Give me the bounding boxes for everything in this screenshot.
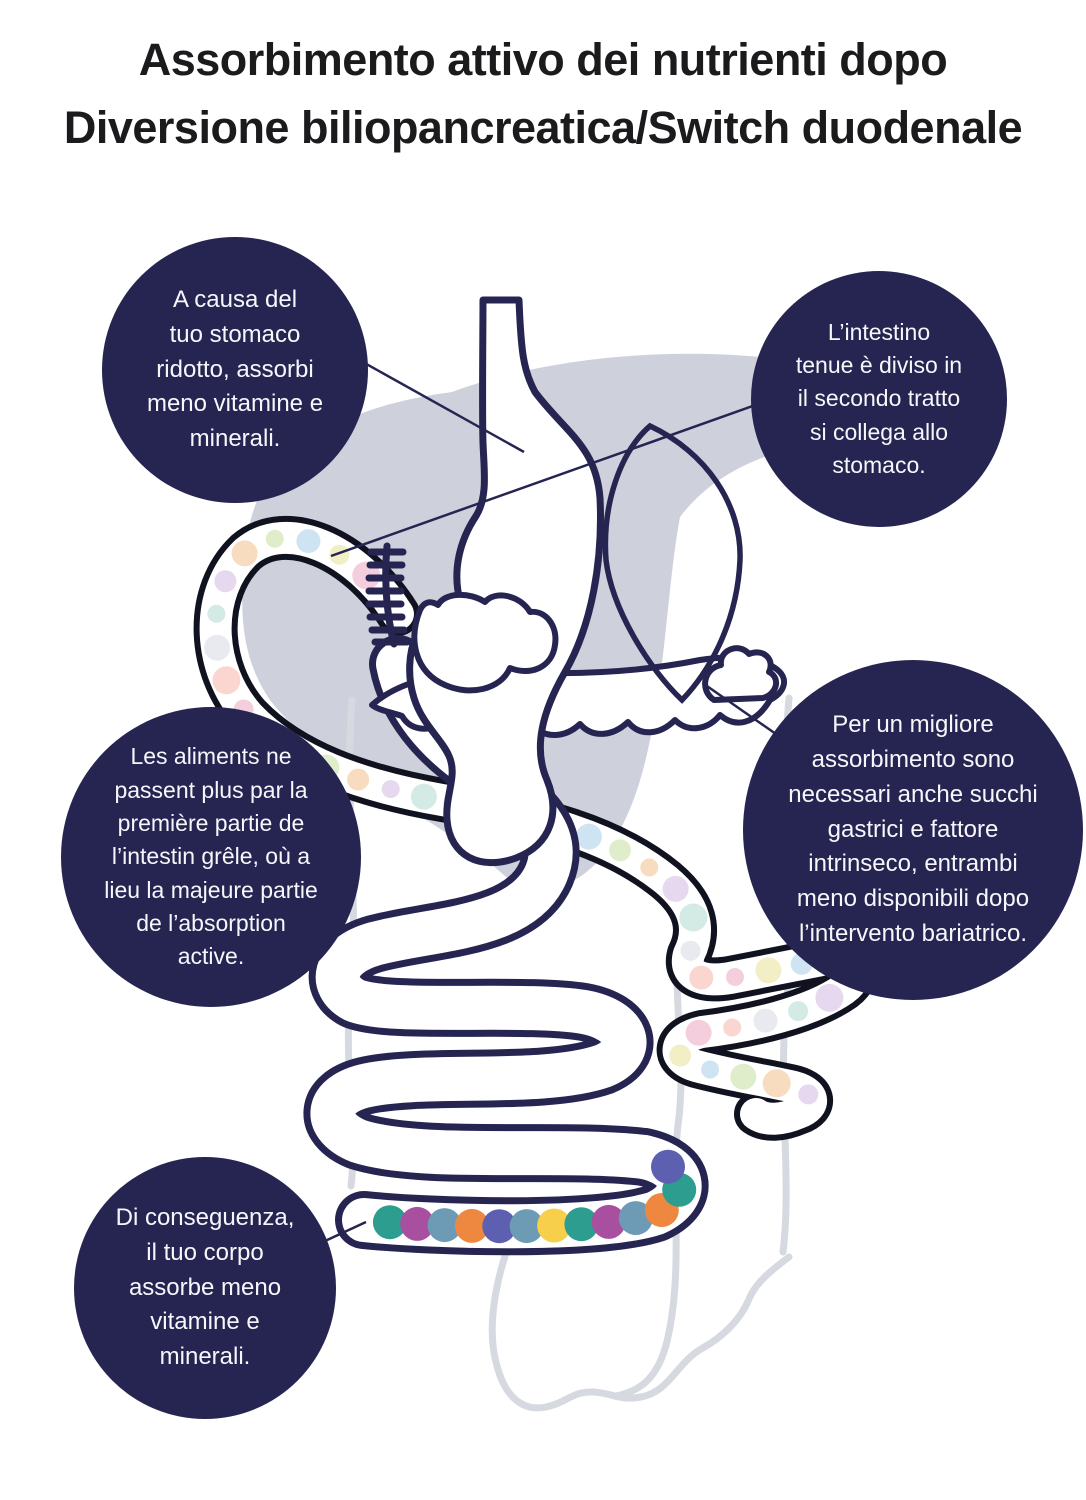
nutrient-dot [214,570,237,593]
nutrient-dot [689,965,714,990]
nutrient-dot [400,1206,435,1241]
nutrient-dot [329,544,350,565]
nutrient-dot [730,1063,757,1090]
nutrient-dot [296,529,321,554]
callout-bubble-reduced-stomach: A causa del tuo stomaco ridotto, assorbi… [102,237,368,503]
callout-line-reduced-stomach [351,354,525,454]
nutrient-dot [410,783,437,810]
nutrient-dot [755,957,782,984]
absorbed-nutrient-dots [372,1149,697,1244]
callout-line-intestine-division [330,400,765,558]
nutrient-dot [701,1060,720,1079]
nutrient-dot [265,529,284,548]
callout-lines [324,354,777,1243]
nutrient-dot [640,858,659,877]
sleeve-stomach [406,296,604,867]
nutrient-dot [762,1069,791,1098]
nutrient-dot [662,875,689,902]
nutrient-dot [669,1044,692,1067]
callout-bubble-consequence: Di conseguenza, il tuo corpo assorbe men… [74,1157,336,1419]
nutrient-dot [372,1205,407,1240]
nutrient-dot [509,1209,544,1244]
nutrient-dot [204,634,231,661]
callout-text: Per un migliore assorbimento sono necess… [788,711,1038,947]
nutrient-dot [591,1204,626,1239]
nutrient-dot [347,768,370,791]
nutrient-dot [679,903,708,932]
callout-bubble-gastric-juices: Per un migliore assorbimento sono necess… [743,660,1083,1000]
callout-text: A causa del tuo stomaco ridotto, assorbi… [146,286,324,453]
callout-line-consequence [324,1220,367,1243]
callout-text: Di conseguenza, il tuo corpo assorbe men… [115,1204,295,1371]
nutrient-dot [726,968,744,986]
duodenal-stump [411,591,559,694]
nutrient-dot [454,1208,489,1243]
callout-text: Les aliments ne passent plus par la prem… [104,743,318,970]
nutrient-dot [207,604,226,623]
nutrient-dot [427,1208,462,1243]
nutrient-dot [564,1207,599,1242]
nutrient-dot [575,823,602,850]
nutrient-dot [815,983,844,1012]
staple-line [365,542,411,648]
pancreas-tail-lobe [702,645,780,703]
page-title: Assorbimento attivo dei nutrienti dopo D… [63,34,1023,153]
nutrient-dot [753,1008,778,1033]
nutrient-dot [231,540,258,567]
nutrient-dot [798,1084,819,1105]
nutrient-dot [609,839,631,862]
callout-bubble-intestine-division: L’intestino tenue è diviso in il secondo… [751,271,1007,527]
nutrient-dot [651,1149,685,1184]
callout-line-gastric-juices [703,682,777,736]
nutrient-dot [680,940,701,961]
callout-bubble-food-bypass: Les aliments ne passent plus par la prem… [61,707,361,1007]
nutrient-dot [685,1019,712,1046]
callout-text: L’intestino tenue è diviso in il secondo… [795,318,963,479]
nutrient-dot [618,1201,653,1236]
nutrient-dot [788,1001,809,1022]
removed-stomach-crescent [602,422,743,704]
nutrient-dot [723,1018,742,1037]
nutrient-dot [537,1208,572,1243]
nutrient-dot [381,780,400,799]
nutrient-dot [482,1209,517,1244]
nutrient-dot [212,666,241,695]
